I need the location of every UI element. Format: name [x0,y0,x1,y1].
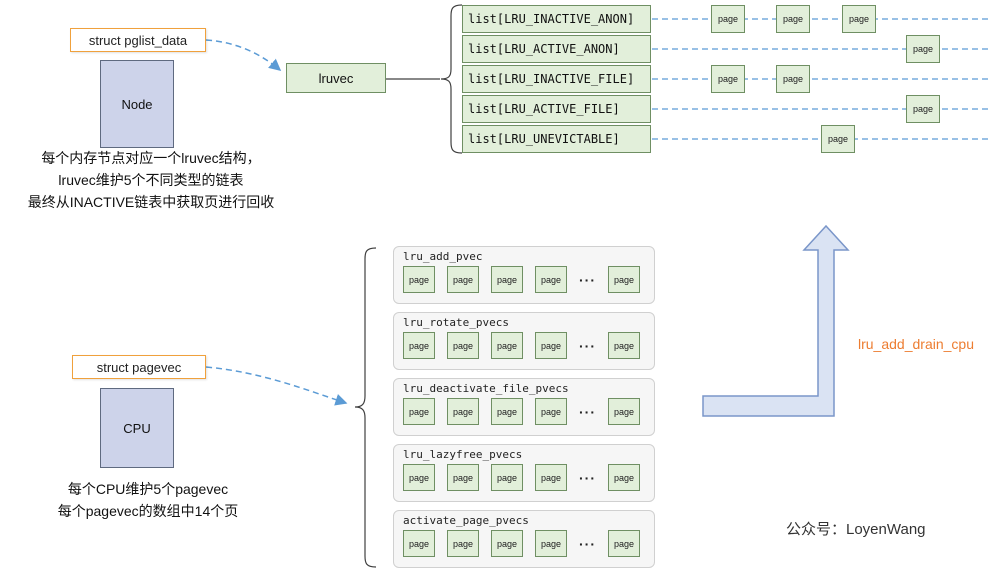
ellipsis: ··· [579,271,596,288]
page-box: page [608,464,640,491]
pagevec-to-pvecs-arrow [205,366,348,406]
page-box: page [821,125,855,153]
pvec-pages: page page page page ··· page [403,530,645,557]
lru-list-active-anon: list[LRU_ACTIVE_ANON] [462,35,651,63]
page-box: page [447,464,479,491]
pvec-group-lru-deactivate-file: lru_deactivate_file_pvecs page page page… [393,378,655,436]
cpu-note: 每个CPU维护5个pagevec 每个pagevec的数组中14个页 [28,478,268,522]
lru-list-inactive-file: list[LRU_INACTIVE_FILE] [462,65,651,93]
page-box: page [447,266,479,293]
ellipsis: ··· [579,337,596,354]
page-box: page [842,5,876,33]
page-box: page [491,530,523,557]
pvec-pages: page page page page ··· page [403,464,645,491]
cpu-box: CPU [100,388,174,468]
pglist-to-lruvec-arrow [205,39,282,71]
lru-lists-brace [440,4,463,154]
struct-pglist-data-label: struct pglist_data [70,28,206,52]
cpu-note-line: 每个pagevec的数组中14个页 [57,503,239,519]
page-box: page [776,65,810,93]
page-box: page [403,530,435,557]
page-box: page [403,464,435,491]
pvec-group-lru-add: lru_add_pvec page page page page ··· pag… [393,246,655,304]
page-box: page [608,266,640,293]
pvec-pages: page page page page ··· page [403,398,645,425]
page-box: page [906,35,940,63]
page-box: page [776,5,810,33]
page-box: page [491,266,523,293]
page-box: page [535,464,567,491]
page-box: page [447,332,479,359]
lru-list-active-file: list[LRU_ACTIVE_FILE] [462,95,651,123]
page-box: page [447,398,479,425]
lru-list-inactive-anon: list[LRU_INACTIVE_ANON] [462,5,651,33]
node-note-line: lruvec维护5个不同类型的链表 [58,172,244,188]
lru-add-drain-cpu-arrow [702,224,850,417]
page-box: page [711,65,745,93]
page-box: page [608,530,640,557]
pvec-group-lru-lazyfree: lru_lazyfree_pvecs page page page page ·… [393,444,655,502]
page-box: page [491,332,523,359]
watermark-text: 公众号：LoyenWang [786,521,926,538]
ellipsis: ··· [579,403,596,420]
node-note-line: 最终从INACTIVE链表中获取页进行回收 [27,194,275,210]
lru-list-unevictable: list[LRU_UNEVICTABLE] [462,125,651,153]
node-note-line: 每个内存节点对应一个lruvec结构， [41,150,261,166]
page-box: page [491,398,523,425]
page-box: page [403,398,435,425]
page-box: page [608,398,640,425]
pvec-label: activate_page_pvecs [403,514,529,527]
cpu-note-line: 每个CPU维护5个pagevec [67,481,229,497]
pvec-pages: page page page page ··· page [403,266,645,293]
pvec-label: lru_rotate_pvecs [403,316,509,329]
drain-arrow-label: lru_add_drain_cpu [858,336,974,352]
page-box: page [906,95,940,123]
node-box: Node [100,60,174,148]
page-box: page [403,266,435,293]
pvec-label: lru_add_pvec [403,250,483,263]
pvec-group-lru-rotate: lru_rotate_pvecs page page page page ···… [393,312,655,370]
pvecs-brace [354,247,377,568]
page-box: page [608,332,640,359]
ellipsis: ··· [579,469,596,486]
struct-pagevec-label: struct pagevec [72,355,206,379]
page-box: page [711,5,745,33]
pvec-group-activate-page: activate_page_pvecs page page page page … [393,510,655,568]
ellipsis: ··· [579,535,596,552]
page-box: page [403,332,435,359]
node-note: 每个内存节点对应一个lruvec结构， lruvec维护5个不同类型的链表 最终… [8,147,294,213]
page-box: page [535,530,567,557]
page-box: page [447,530,479,557]
pvec-label: lru_lazyfree_pvecs [403,448,523,461]
page-box: page [491,464,523,491]
lruvec-box: lruvec [286,63,386,93]
page-box: page [535,332,567,359]
pvec-label: lru_deactivate_file_pvecs [403,382,569,395]
page-box: page [535,266,567,293]
pvec-pages: page page page page ··· page [403,332,645,359]
page-box: page [535,398,567,425]
